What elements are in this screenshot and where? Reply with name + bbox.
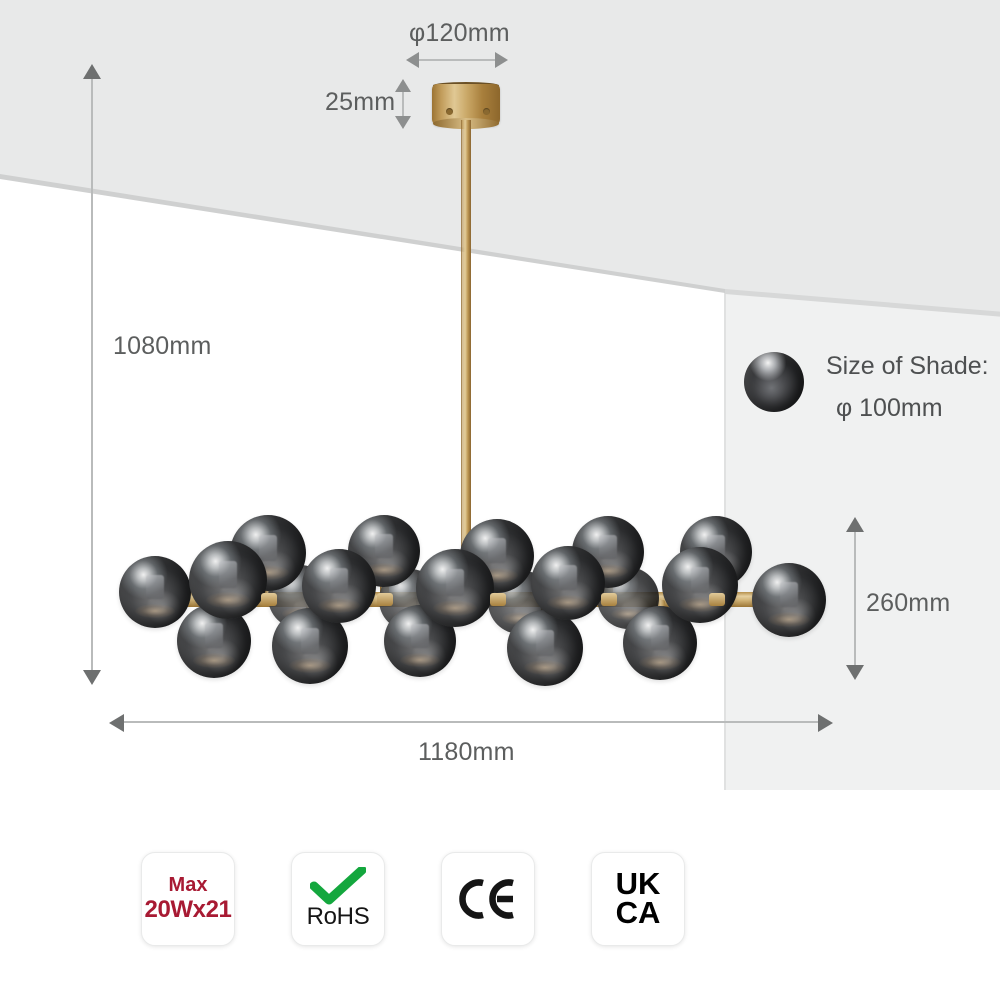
fixture-height-label: 260mm <box>866 589 951 617</box>
globe-filament <box>300 627 320 654</box>
bar-hub-5 <box>709 593 725 606</box>
ukca-line1: UK <box>615 866 661 902</box>
max-wattage-line1: Max <box>168 874 208 897</box>
globe-filament <box>535 629 555 656</box>
globe-filament <box>445 569 465 596</box>
canopy-screw-right <box>483 108 490 115</box>
globe-filament <box>375 533 393 559</box>
fixture-height-line <box>854 530 856 670</box>
bar-hub-3 <box>490 593 506 606</box>
overall-width-arrow-left <box>109 714 124 732</box>
bar-hub-2 <box>377 593 393 606</box>
globe-mid-7 <box>752 563 826 637</box>
total-height-line <box>91 78 93 674</box>
globe-filament <box>205 623 223 649</box>
globe-filament <box>258 534 278 561</box>
globe-filament <box>599 534 617 560</box>
max-wattage-line2: 20Wx21 <box>144 895 232 923</box>
globe-mid-4 <box>416 549 494 627</box>
globe-filament <box>218 561 238 588</box>
globe-filament <box>780 582 798 608</box>
globe-filament <box>330 568 348 594</box>
shade-size-title: Size of Shade: <box>826 352 989 380</box>
canopy-height-arrow-down <box>395 116 411 129</box>
bar-hub-1 <box>261 593 277 606</box>
max-wattage-badge: Max 20Wx21 <box>141 852 235 946</box>
certification-badges: Max 20Wx21 RoHS U <box>0 852 1000 962</box>
checkmark-icon <box>309 865 367 905</box>
wall-corner-edge <box>724 288 726 1000</box>
globe-filament <box>559 565 577 591</box>
canopy-height-arrow-up <box>395 79 411 92</box>
rohs-badge: RoHS <box>291 852 385 946</box>
globe-filament <box>690 566 710 593</box>
max-wattage-text: Max 20Wx21 <box>145 874 232 923</box>
canopy-height-label: 25mm <box>325 88 396 116</box>
ukca-line2: CA <box>615 895 661 930</box>
globe-bottom-4 <box>507 610 583 686</box>
suspension-downrod <box>461 120 471 605</box>
canopy-screw-left <box>446 108 453 115</box>
overall-width-line <box>122 721 822 723</box>
ukca-badge: UK CA <box>591 852 685 946</box>
total-height-arrow-down <box>83 670 101 685</box>
bar-hub-4 <box>601 593 617 606</box>
fixture-height-arrow-up <box>846 517 864 532</box>
canopy-diameter-arrow-left <box>406 52 419 68</box>
shade-swatch-icon <box>744 352 804 412</box>
globe-mid-5 <box>531 546 605 620</box>
overall-width-arrow-right <box>818 714 833 732</box>
canopy-diameter-arrow-right <box>495 52 508 68</box>
canopy-diameter-line <box>418 59 500 61</box>
globe-mid-1 <box>119 556 191 628</box>
canopy-height-line <box>402 89 404 125</box>
globe-filament <box>651 625 669 651</box>
shade-size-value: φ 100mm <box>836 394 943 422</box>
globe-filament <box>411 623 429 649</box>
total-height-label: 1080mm <box>113 332 212 360</box>
fixture-height-arrow-down <box>846 665 864 680</box>
globe-mid-2 <box>189 541 267 619</box>
rohs-label: RoHS <box>306 903 370 930</box>
canopy-diameter-label: φ120mm <box>409 19 510 47</box>
ce-mark-icon <box>457 877 519 921</box>
total-height-arrow-up <box>83 64 101 79</box>
overall-width-label: 1180mm <box>418 738 515 766</box>
ce-badge <box>441 852 535 946</box>
globe-mid-3 <box>302 549 376 623</box>
globe-filament <box>488 538 506 564</box>
globe-filament <box>146 574 164 600</box>
globe-mid-6 <box>662 547 738 623</box>
